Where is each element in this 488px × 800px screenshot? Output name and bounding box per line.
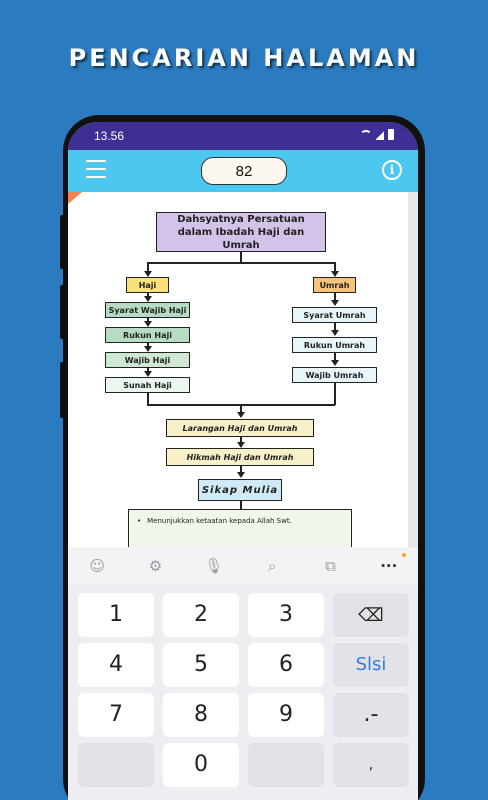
connector-line (334, 262, 336, 272)
arrow-icon (331, 300, 339, 306)
mic-icon[interactable]: 🎙 (204, 557, 224, 575)
phone-side-button (60, 362, 65, 418)
numeric-keyboard: 1 2 3 ⌫ 4 5 6 Slsi 7 8 9 .- 0 , (68, 585, 418, 800)
connector-line (147, 393, 149, 405)
sikap-box: Sikap Mulia (198, 479, 282, 501)
gear-icon[interactable]: ⚙ (148, 557, 163, 575)
connector-line (334, 353, 336, 363)
page-corner-decoration (68, 192, 82, 204)
bullet-text: Menunjukkan ketaatan kepada Allah Swt. (147, 517, 292, 525)
key-3[interactable]: 3 (248, 593, 324, 637)
key-4[interactable]: 4 (78, 643, 154, 687)
hikmah-box: Hikmah Haji dan Umrah (166, 448, 314, 466)
diagram-main-box: Dahsyatnya Persatuan dalam Ibadah Haji d… (156, 212, 326, 252)
arrow-icon (144, 271, 152, 277)
status-time: 13.56 (94, 129, 125, 143)
umrah-item-box: Rukun Umrah (292, 337, 377, 353)
key-6[interactable]: 6 (248, 643, 324, 687)
emoji-icon[interactable]: ☺ (89, 557, 105, 575)
bullet-dot: • (137, 517, 142, 525)
arrow-icon (144, 371, 152, 377)
key-0[interactable]: 0 (163, 743, 239, 787)
translate-icon[interactable]: ⧉ (325, 557, 336, 575)
key-7[interactable]: 7 (78, 693, 154, 737)
page-edge (408, 192, 418, 547)
key-8[interactable]: 8 (163, 693, 239, 737)
battery-icon (388, 129, 394, 140)
info-icon[interactable]: i (382, 160, 402, 180)
backspace-key[interactable]: ⌫ (333, 593, 409, 637)
arrow-icon (144, 296, 152, 302)
arrow-icon (237, 442, 245, 448)
empty-key[interactable] (248, 743, 324, 787)
connector-line (240, 404, 242, 414)
haji-box: Haji (126, 277, 169, 293)
signal-icon (376, 129, 384, 140)
key-5[interactable]: 5 (163, 643, 239, 687)
connector-line (240, 501, 242, 509)
haji-item-box: Rukun Haji (105, 327, 190, 343)
notification-dot (402, 553, 406, 557)
search-icon[interactable]: ⌕ (267, 557, 277, 575)
bullet-box: • Menunjukkan ketaatan kepada Allah Swt. (128, 509, 352, 547)
umrah-item-box: Syarat Umrah (292, 307, 377, 323)
phone-side-button (60, 285, 65, 339)
app-bar: 82 i (68, 150, 418, 192)
key-2[interactable]: 2 (163, 593, 239, 637)
phone-screen: 13.56 82 i Dahsyatnya Persatuan dalam Ib… (68, 122, 418, 800)
book-page: Dahsyatnya Persatuan dalam Ibadah Haji d… (68, 192, 418, 547)
connector-line (147, 262, 335, 264)
haji-item-box: Wajib Haji (105, 352, 190, 368)
arrow-icon (331, 330, 339, 336)
connector-line (240, 437, 242, 445)
connector-line (334, 383, 336, 405)
empty-key[interactable] (78, 743, 154, 787)
arrow-icon (331, 271, 339, 277)
haji-item-box: Syarat Wajib Haji (105, 302, 190, 318)
connector-line (334, 293, 336, 303)
keyboard-toolbar: ☺ ⚙ 🎙 ⌕ ⧉ ··· (68, 547, 418, 585)
haji-item-box: Sunah Haji (105, 377, 190, 393)
connector-line (240, 466, 242, 474)
umrah-item-box: Wajib Umrah (292, 367, 377, 383)
connector-line (240, 252, 242, 262)
status-icons (360, 129, 394, 140)
key-9[interactable]: 9 (248, 693, 324, 737)
backspace-icon: ⌫ (358, 605, 384, 626)
arrow-icon (237, 412, 245, 418)
arrow-icon (331, 360, 339, 366)
key-1[interactable]: 1 (78, 593, 154, 637)
arrow-icon (144, 346, 152, 352)
hamburger-menu-icon[interactable] (86, 160, 106, 180)
connector-line (334, 323, 336, 333)
status-bar: 13.56 (68, 122, 418, 150)
umrah-box: Umrah (313, 277, 356, 293)
done-key[interactable]: Slsi (333, 643, 409, 687)
promo-title: PENCARIAN HALAMAN (68, 44, 420, 72)
phone-side-button (60, 215, 65, 269)
comma-key[interactable]: , (333, 743, 409, 787)
arrow-icon (144, 321, 152, 327)
symbols-key[interactable]: .- (333, 693, 409, 737)
wifi-icon (360, 129, 372, 140)
page-number-field[interactable]: 82 (201, 157, 287, 185)
larangan-box: Larangan Haji dan Umrah (166, 419, 314, 437)
arrow-icon (237, 472, 245, 478)
connector-line (147, 262, 149, 272)
more-icon[interactable]: ··· (380, 557, 398, 575)
